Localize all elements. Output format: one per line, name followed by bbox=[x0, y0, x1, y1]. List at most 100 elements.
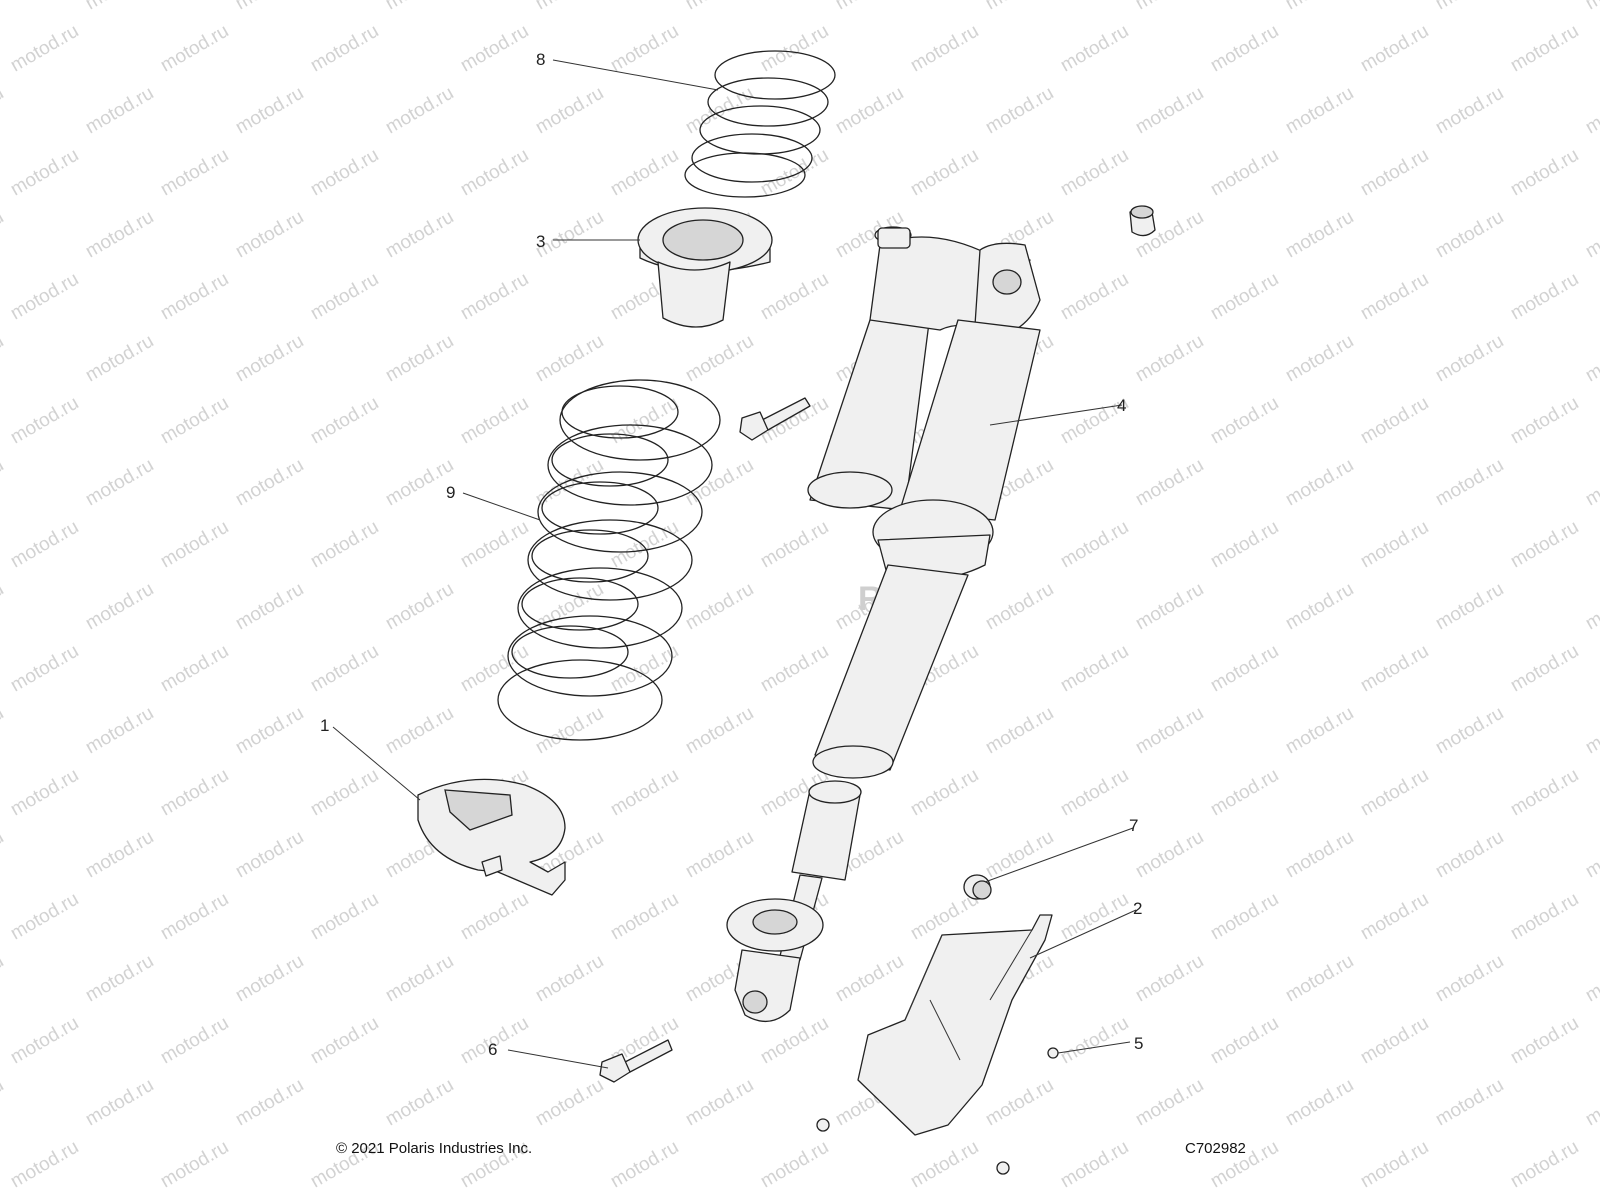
watermark-text: motod.ru bbox=[1207, 517, 1282, 573]
watermark-text: motod.ru bbox=[382, 1075, 457, 1131]
watermark-text: motod.ru bbox=[1207, 1013, 1282, 1069]
watermark-text: motod.ru bbox=[7, 1137, 82, 1193]
watermark-text: motod.ru bbox=[1432, 331, 1507, 387]
watermark-text: motod.ru bbox=[607, 1137, 682, 1193]
watermark-text: motod.ru bbox=[232, 455, 307, 511]
watermark-text: motod.ru bbox=[982, 0, 1057, 14]
watermark-text: motod.ru bbox=[1507, 145, 1582, 201]
watermark-text: motod.ru bbox=[1282, 1075, 1357, 1131]
watermark-text: motod.ru bbox=[757, 1137, 832, 1193]
heat-shield-part-2[interactable] bbox=[857, 914, 1053, 1136]
watermark-text: motod.ru bbox=[82, 951, 157, 1007]
watermark-text: motod.ru bbox=[982, 83, 1057, 139]
watermark-text: motod.ru bbox=[157, 1137, 232, 1193]
watermark-text: motod.ru bbox=[907, 1137, 982, 1193]
watermark-text: motod.ru bbox=[0, 0, 7, 14]
watermark-text: motod.ru bbox=[907, 765, 982, 821]
drawing-code: C702982 bbox=[1185, 1140, 1246, 1157]
watermark-text: motod.ru bbox=[1207, 889, 1282, 945]
watermark-text: motod.ru bbox=[0, 827, 7, 883]
shock-absorber-part-4[interactable] bbox=[726, 226, 1041, 1022]
grommet-part-7[interactable] bbox=[963, 874, 992, 900]
watermark-text: motod.ru bbox=[1507, 517, 1582, 573]
watermark-text: motod.ru bbox=[1432, 455, 1507, 511]
watermark-text: motod.ru bbox=[0, 207, 7, 263]
watermark-text: motod.ru bbox=[1282, 207, 1357, 263]
watermark-text: motod.ru bbox=[532, 1075, 607, 1131]
watermark-text: motod.ru bbox=[607, 393, 682, 449]
watermark-text: motod.ru bbox=[1132, 331, 1207, 387]
watermark-text: motod.ru bbox=[82, 703, 157, 759]
watermark-text: motod.ru bbox=[457, 889, 532, 945]
watermark-text: motod.ru bbox=[0, 331, 7, 387]
watermark-text: motod.ru bbox=[1582, 703, 1600, 759]
watermark-text: motod.ru bbox=[1282, 827, 1357, 883]
watermark-text: motod.ru bbox=[157, 393, 232, 449]
retainer-plate-part-1[interactable] bbox=[417, 778, 566, 896]
watermark-text: motod.ru bbox=[457, 393, 532, 449]
watermark-text: motod.ru bbox=[1057, 21, 1132, 77]
watermark-text: motod.ru bbox=[1132, 827, 1207, 883]
watermark-text: motod.ru bbox=[1507, 269, 1582, 325]
watermark-text: motod.ru bbox=[532, 951, 607, 1007]
watermark-text: motod.ru bbox=[1282, 455, 1357, 511]
watermark-text: motod.ru bbox=[382, 0, 457, 14]
watermark-text: motod.ru bbox=[1582, 827, 1600, 883]
watermark-text: motod.ru bbox=[532, 83, 607, 139]
watermark-text: motod.ru bbox=[982, 579, 1057, 635]
flange-nut[interactable] bbox=[1129, 205, 1156, 237]
callout-8: 8 bbox=[536, 50, 545, 69]
callout-6: 6 bbox=[488, 1040, 497, 1059]
watermark-text: motod.ru bbox=[7, 517, 82, 573]
watermark-text: motod.ru bbox=[682, 1075, 757, 1131]
watermark-text: motod.ru bbox=[382, 579, 457, 635]
watermark-text: motod.ru bbox=[982, 703, 1057, 759]
watermark-text: motod.ru bbox=[1282, 331, 1357, 387]
watermark-text: motod.ru bbox=[1282, 0, 1357, 14]
watermark-text: motod.ru bbox=[1057, 517, 1132, 573]
large-spring-part-9[interactable] bbox=[497, 379, 721, 741]
callout-7: 7 bbox=[1129, 816, 1138, 835]
watermark-text: motod.ru bbox=[307, 145, 382, 201]
callout-3: 3 bbox=[536, 232, 545, 251]
watermark-text: motod.ru bbox=[682, 455, 757, 511]
watermark-text: motod.ru bbox=[157, 145, 232, 201]
watermark-text: motod.ru bbox=[1057, 641, 1132, 697]
watermark-text: motod.ru bbox=[382, 207, 457, 263]
watermark-text: motod.ru bbox=[1207, 21, 1282, 77]
mounting-bolt[interactable] bbox=[739, 397, 811, 441]
callout-1: 1 bbox=[320, 716, 329, 735]
watermark-text: motod.ru bbox=[232, 0, 307, 14]
watermark-text: motod.ru bbox=[757, 641, 832, 697]
watermark-text: motod.ru bbox=[7, 641, 82, 697]
watermark-text: motod.ru bbox=[1507, 889, 1582, 945]
watermark-text: motod.ru bbox=[82, 207, 157, 263]
watermark-text: motod.ru bbox=[307, 393, 382, 449]
small-spring-part-8[interactable] bbox=[684, 50, 836, 198]
watermark-text: motod.ru bbox=[1357, 641, 1432, 697]
watermark-text: motod.ru bbox=[157, 21, 232, 77]
watermark-text: motod.ru bbox=[157, 269, 232, 325]
watermark-text: motod.ru bbox=[607, 145, 682, 201]
watermark-text: motod.ru bbox=[7, 145, 82, 201]
watermark-text: motod.ru bbox=[0, 579, 7, 635]
watermark-text: motod.ru bbox=[532, 331, 607, 387]
watermark-text: motod.ru bbox=[907, 21, 982, 77]
watermark-text: motod.ru bbox=[682, 0, 757, 14]
screw-part-5[interactable] bbox=[816, 1047, 1059, 1175]
watermark-text: motod.ru bbox=[157, 1013, 232, 1069]
watermark-text: motod.ru bbox=[307, 889, 382, 945]
watermark-text: motod.ru bbox=[532, 703, 607, 759]
watermark-text: motod.ru bbox=[757, 21, 832, 77]
watermark-text: motod.ru bbox=[157, 765, 232, 821]
watermark-text: motod.ru bbox=[307, 641, 382, 697]
watermark-text: motod.ru bbox=[1132, 1075, 1207, 1131]
watermark-text: motod.ru bbox=[1057, 765, 1132, 821]
spring-spacer-part-3[interactable] bbox=[637, 207, 773, 328]
bolt-part-6[interactable] bbox=[599, 1039, 673, 1083]
watermark-text: motod.ru bbox=[82, 827, 157, 883]
watermark-text: motod.ru bbox=[7, 21, 82, 77]
watermark-text: motod.ru bbox=[457, 641, 532, 697]
watermark-text: motod.ru bbox=[1507, 641, 1582, 697]
